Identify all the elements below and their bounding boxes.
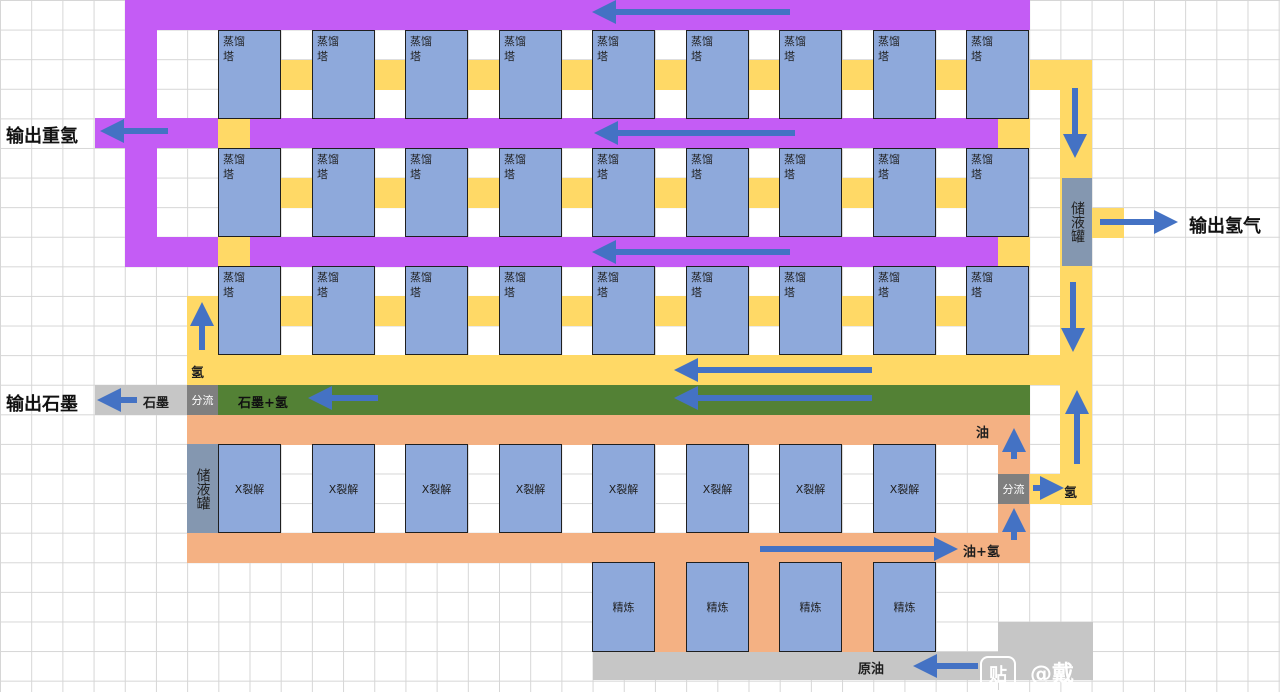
hydrogen-gap — [467, 60, 499, 90]
hydrogen-split-label: 氢 — [1064, 486, 1078, 501]
hydrogen-gap — [748, 296, 780, 326]
crude-oil-label: 原油 — [858, 662, 885, 677]
distillation-tower: 蒸馏 塔 — [779, 266, 842, 355]
hydrogen-gap — [842, 296, 874, 326]
distillation-tower: 蒸馏 塔 — [405, 266, 468, 355]
oil-feed — [654, 563, 686, 653]
oil-feed — [748, 563, 780, 653]
heavy-hydrogen-belt-bottom — [125, 237, 1030, 267]
output-graphite-label: 输出石墨 — [6, 394, 78, 415]
cracker: X裂解 — [499, 444, 562, 533]
distillation-tower: 蒸馏 塔 — [312, 30, 375, 119]
distillation-tower: 蒸馏 塔 — [686, 30, 749, 119]
distillation-tower: 蒸馏 塔 — [592, 30, 655, 119]
cracker: X裂解 — [873, 444, 936, 533]
storage-tank-oil: 储液罐 — [187, 444, 218, 533]
distillation-tower: 蒸馏 塔 — [499, 266, 562, 355]
distillation-tower: 蒸馏 塔 — [218, 266, 281, 355]
watermark-logo-text: 贴 — [989, 665, 1007, 686]
hydrogen-gap — [935, 296, 967, 326]
distillation-tower: 蒸馏 塔 — [873, 266, 936, 355]
oil-label: 油 — [976, 426, 990, 441]
output-heavy-hydrogen-label: 输出重氢 — [6, 126, 78, 147]
hydrogen-gap — [935, 178, 967, 208]
distillation-tower: 蒸馏 塔 — [873, 148, 936, 237]
distillation-tower: 蒸馏 塔 — [592, 148, 655, 237]
hydrogen-gap — [280, 178, 312, 208]
hydrogen-gap — [280, 60, 312, 90]
distillation-tower: 蒸馏 塔 — [686, 266, 749, 355]
splitter-graphite: 分流 — [187, 385, 218, 415]
hydrogen-gap — [842, 60, 874, 90]
storage-tank-hydrogen: 储液罐 — [1062, 178, 1092, 266]
cracker: X裂解 — [779, 444, 842, 533]
hydrogen-gap — [374, 178, 406, 208]
hydrogen-label: 氢 — [191, 366, 205, 381]
hydrogen-gap — [654, 296, 686, 326]
hydrogen-gap — [561, 178, 593, 208]
distillation-tower: 蒸馏 塔 — [218, 30, 281, 119]
oil-hydrogen-label: 油+氢 — [963, 545, 1000, 560]
hydrogen-gap — [467, 178, 499, 208]
cracker: X裂解 — [405, 444, 468, 533]
hydrogen-connector — [218, 237, 250, 267]
graphite-hydrogen-label: 石墨+氢 — [238, 396, 288, 411]
distillation-tower: 蒸馏 塔 — [966, 148, 1029, 237]
hydrogen-connector — [218, 118, 250, 148]
oil-belt-top — [187, 415, 1030, 445]
distillation-tower: 蒸馏 塔 — [966, 266, 1029, 355]
hydrogen-gap — [935, 60, 967, 90]
oil-feed — [842, 563, 874, 653]
refinery: 精炼 — [779, 562, 842, 652]
cracker: X裂解 — [218, 444, 281, 533]
hydrogen-belt-collector — [187, 355, 1092, 385]
output-hydrogen-label: 输出氢气 — [1189, 216, 1261, 237]
hydrogen-gap — [374, 296, 406, 326]
distillation-tower: 蒸馏 塔 — [312, 266, 375, 355]
hydrogen-gap — [748, 60, 780, 90]
hydrogen-gap — [374, 60, 406, 90]
distillation-tower: 蒸馏 塔 — [873, 30, 936, 119]
distillation-tower: 蒸馏 塔 — [499, 148, 562, 237]
hydrogen-gap — [561, 296, 593, 326]
hydrogen-gap — [280, 296, 312, 326]
refinery: 精炼 — [592, 562, 655, 652]
hydrogen-connector — [998, 237, 1030, 267]
crude-oil-inlet — [998, 622, 1093, 680]
distillation-tower: 蒸馏 塔 — [779, 30, 842, 119]
heavy-hydrogen-belt-mid — [95, 118, 1030, 148]
heavy-hydrogen-belt-top — [125, 0, 1030, 30]
hydrogen-gap — [467, 296, 499, 326]
watermark-logo-icon: 贴 — [980, 656, 1016, 692]
watermark-text: @戴 — [1030, 662, 1075, 687]
distillation-tower: 蒸馏 塔 — [312, 148, 375, 237]
distillation-tower: 蒸馏 塔 — [966, 30, 1029, 119]
hydrogen-gap — [654, 60, 686, 90]
refinery: 精炼 — [686, 562, 749, 652]
hydrogen-connector — [998, 118, 1030, 148]
hydrogen-gap — [842, 178, 874, 208]
hydrogen-gap — [654, 178, 686, 208]
splitter-oil: 分流 — [998, 474, 1029, 504]
distillation-tower: 蒸馏 塔 — [779, 148, 842, 237]
cracker: X裂解 — [592, 444, 655, 533]
distillation-tower: 蒸馏 塔 — [592, 266, 655, 355]
cracker: X裂解 — [686, 444, 749, 533]
distillation-tower: 蒸馏 塔 — [218, 148, 281, 237]
distillation-tower: 蒸馏 塔 — [405, 30, 468, 119]
hydrogen-gap — [561, 60, 593, 90]
cracker: X裂解 — [312, 444, 375, 533]
hydrogen-gap — [748, 178, 780, 208]
graphite-label: 石墨 — [143, 396, 170, 411]
distillation-tower: 蒸馏 塔 — [686, 148, 749, 237]
distillation-tower: 蒸馏 塔 — [499, 30, 562, 119]
refinery: 精炼 — [873, 562, 936, 652]
distillation-tower: 蒸馏 塔 — [405, 148, 468, 237]
